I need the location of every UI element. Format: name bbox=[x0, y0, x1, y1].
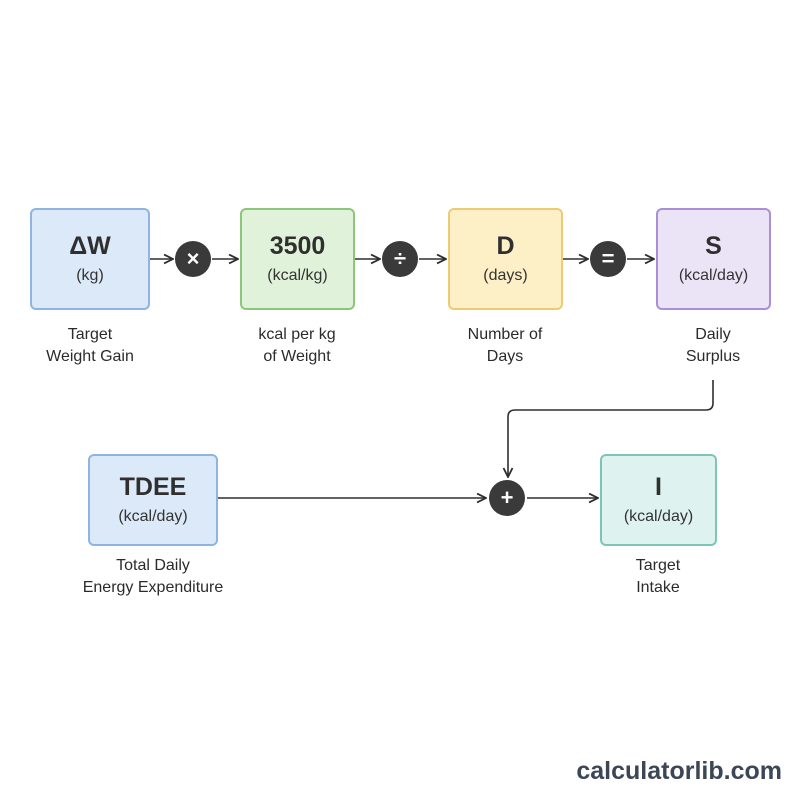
operator-equals: = bbox=[590, 241, 626, 277]
node-unit: (kcal/day) bbox=[678, 266, 749, 284]
node-symbol: TDEE bbox=[119, 473, 187, 502]
caption-line: Weight Gain bbox=[46, 348, 134, 365]
node-unit: (kcal/day) bbox=[118, 507, 188, 525]
node-tdee: TDEE (kcal/day) bbox=[88, 454, 218, 546]
caption-delta-w: Target Weight Gain bbox=[20, 324, 160, 368]
node-symbol: 3500 bbox=[269, 232, 326, 261]
caption-surplus: Daily Surplus bbox=[643, 324, 783, 368]
caption-line: kcal per kg bbox=[258, 326, 336, 343]
node-unit: (kg) bbox=[76, 266, 104, 284]
caption-kcal-per-kg: kcal per kg of Weight bbox=[227, 324, 367, 368]
caption-intake: Target Intake bbox=[588, 555, 728, 599]
caption-line: Days bbox=[486, 348, 524, 365]
node-days: D (days) bbox=[448, 208, 563, 310]
operator-divide: ÷ bbox=[382, 241, 418, 277]
caption-line: Target bbox=[635, 557, 681, 574]
node-surplus: S (kcal/day) bbox=[656, 208, 771, 310]
caption-line: Daily bbox=[695, 326, 731, 343]
node-unit: (kcal/kg) bbox=[267, 266, 328, 284]
arrow-surplus-to-plus bbox=[508, 380, 714, 477]
node-unit: (kcal/day) bbox=[623, 507, 694, 525]
node-intake: I (kcal/day) bbox=[600, 454, 717, 546]
node-symbol: ΔW bbox=[69, 232, 111, 261]
site-watermark: calculatorlib.com bbox=[576, 757, 782, 785]
caption-line: Surplus bbox=[685, 348, 741, 365]
caption-days: Number of Days bbox=[435, 324, 575, 368]
caption-line: Number of bbox=[467, 326, 543, 343]
node-symbol: I bbox=[655, 473, 662, 502]
caption-line: of Weight bbox=[263, 348, 331, 365]
node-symbol: S bbox=[705, 232, 722, 261]
caption-line: Target bbox=[67, 326, 113, 343]
caption-line: Intake bbox=[636, 579, 680, 596]
caption-line: Energy Expenditure bbox=[82, 579, 224, 596]
node-symbol: D bbox=[496, 232, 515, 261]
caption-line: Total Daily bbox=[116, 557, 190, 574]
node-delta-w: ΔW (kg) bbox=[30, 208, 150, 310]
caption-tdee: Total Daily Energy Expenditure bbox=[63, 555, 243, 599]
operator-plus: + bbox=[489, 480, 525, 516]
node-unit: (days) bbox=[483, 266, 528, 284]
operator-multiply: × bbox=[175, 241, 211, 277]
node-kcal-per-kg: 3500 (kcal/kg) bbox=[240, 208, 355, 310]
